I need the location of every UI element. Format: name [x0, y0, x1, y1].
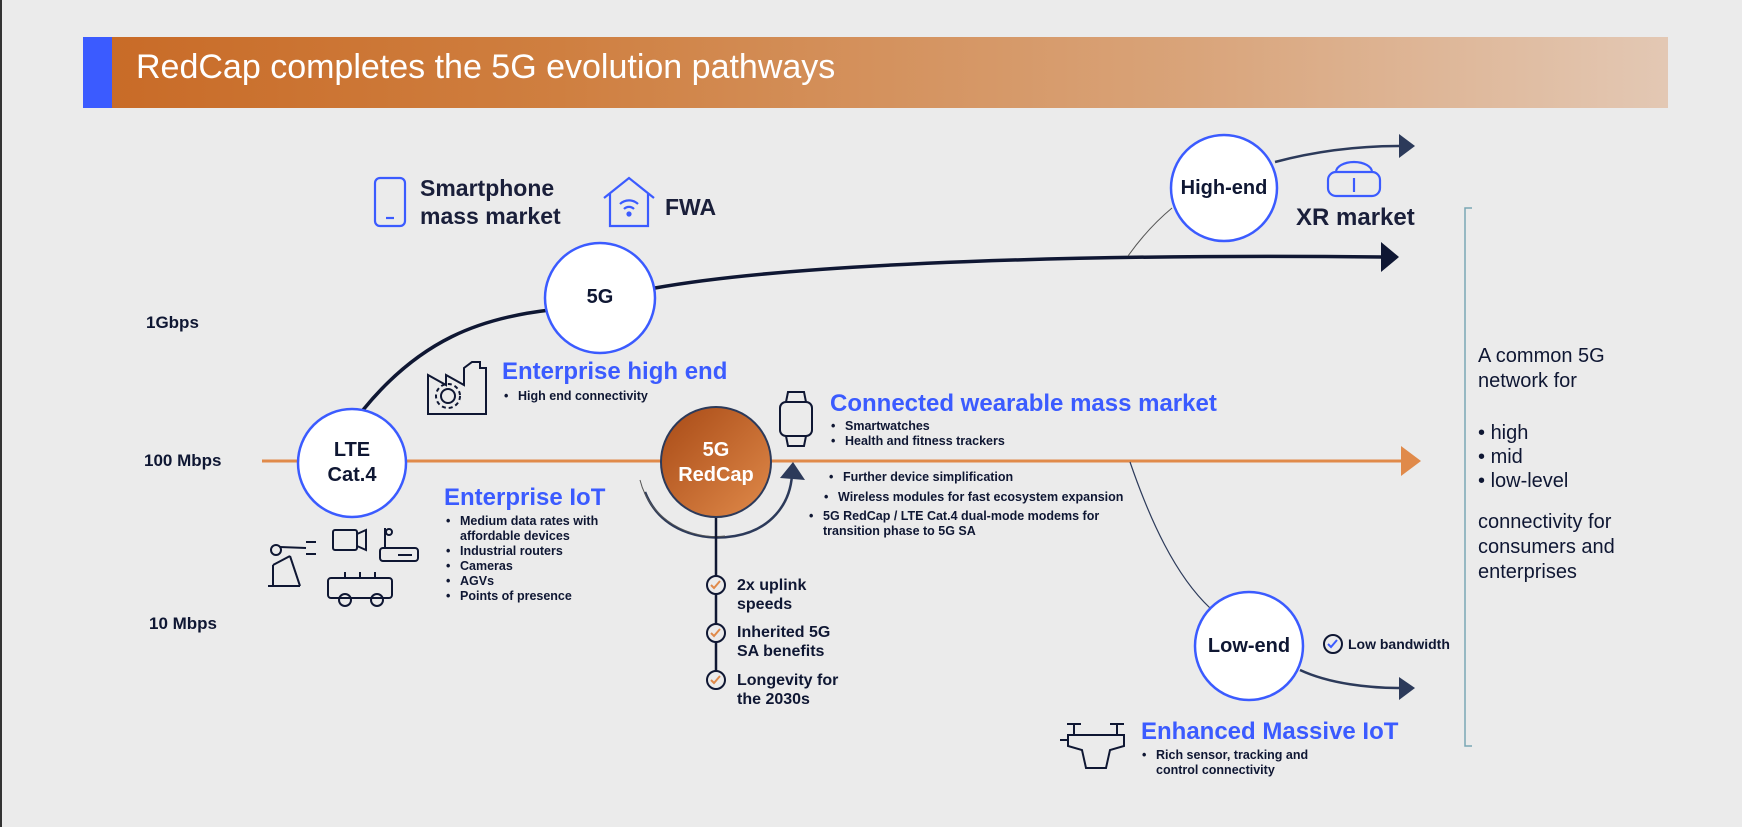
wearable-list: Smartwatches Health and fitness trackers: [829, 419, 1005, 449]
title-banner: [83, 37, 1668, 108]
massive-iot-title: Enhanced Massive IoT: [1141, 718, 1399, 745]
axis-label-1gbps: 1Gbps: [146, 313, 199, 332]
redcap-node: [660, 406, 772, 518]
camera-icon: [332, 528, 367, 552]
vr-headset-icon: [1326, 160, 1382, 198]
list-item: AGVs: [444, 574, 598, 589]
redcap-cycle-arrow: [639, 462, 805, 539]
smartphone-market-label: Smartphone mass market: [420, 175, 561, 229]
high-end-branch: [1127, 207, 1173, 257]
list-item: Cameras: [444, 559, 598, 574]
check-icon: [1323, 634, 1343, 654]
check-icon: [706, 623, 726, 643]
redcap-pathway-line: [262, 446, 1421, 476]
list-item: Medium data rates with affordable device…: [444, 514, 598, 544]
router-icon: [379, 528, 419, 562]
low-end-label: Low-end: [1207, 635, 1291, 657]
lte-cat4-label: LTE Cat.4: [327, 439, 377, 486]
lte-cat4-node: [296, 407, 408, 519]
redcap-benefit-item-2: Wireless modules for fast ecosystem expa…: [822, 490, 1123, 505]
high-end-arrow: [1274, 134, 1415, 164]
sidebar-outro: connectivity for consumers and enterpris…: [1478, 511, 1615, 583]
enterprise-high-end-title: Enterprise high end: [502, 358, 728, 385]
list-item: 5G RedCap / LTE Cat.4 dual-mode modems f…: [807, 509, 1099, 539]
axis-label-100mbps: 100 Mbps: [144, 451, 222, 470]
title-accent-bar: [83, 37, 112, 108]
enterprise-iot-list: Medium data rates with affordable device…: [444, 514, 598, 604]
xr-market-label: XR market: [1296, 204, 1415, 231]
smartwatch-icon: [779, 391, 813, 447]
list-item: Points of presence: [444, 589, 598, 604]
house-wifi-icon: [603, 176, 655, 228]
massive-iot-list: Rich sensor, tracking and control connec…: [1140, 748, 1308, 778]
high-end-label: High-end: [1180, 177, 1268, 199]
low-end-arrow: [1299, 668, 1415, 700]
check-icon: [706, 670, 726, 690]
drone-icon: [1060, 723, 1125, 769]
list-item: low-level: [1478, 469, 1569, 493]
sidebar-bracket: [1464, 207, 1472, 747]
redcap-label: 5G RedCap: [678, 439, 754, 486]
list-item: Rich sensor, tracking and control connec…: [1140, 748, 1308, 778]
list-item: Smartwatches: [829, 419, 1005, 434]
low-end-branch: [1129, 461, 1211, 609]
5g-node: [543, 241, 657, 355]
check-icon: [706, 575, 726, 595]
check-uplink-text: 2x uplink speeds: [737, 577, 807, 613]
wearable-market-title: Connected wearable mass market: [830, 390, 1217, 417]
5g-label: 5G: [586, 286, 614, 308]
high-end-node: [1169, 133, 1279, 243]
window-border: [0, 0, 2, 827]
sidebar-intro: A common 5G network for: [1478, 345, 1605, 392]
check-sa-benefits-text: Inherited 5G SA benefits: [737, 624, 831, 660]
list-item: Further device simplification: [827, 470, 1013, 485]
robot-arm-icon: [268, 541, 316, 587]
enterprise-high-end-list: High end connectivity: [502, 389, 648, 404]
list-item: high: [1478, 421, 1568, 445]
list-item: Wireless modules for fast ecosystem expa…: [822, 490, 1123, 505]
list-item: Health and fitness trackers: [829, 434, 1005, 449]
5g-pathway-curve: [361, 242, 1399, 412]
agv-icon: [327, 572, 393, 607]
smartphone-icon: [373, 176, 407, 228]
fwa-label: FWA: [665, 194, 717, 220]
redcap-benefit-item-3: 5G RedCap / LTE Cat.4 dual-mode modems f…: [807, 509, 1099, 539]
check-longevity-text: Longevity for the 2030s: [737, 672, 839, 708]
enterprise-iot-title: Enterprise IoT: [444, 484, 606, 511]
list-item: mid: [1478, 445, 1568, 469]
axis-label-10mbps: 10 Mbps: [149, 614, 218, 633]
list-item: High end connectivity: [502, 389, 648, 404]
page-title: RedCap completes the 5G evolution pathwa…: [136, 48, 836, 86]
sidebar-levels-list: high mid low-level: [1478, 421, 1569, 493]
redcap-benefit-item-1: Further device simplification: [827, 470, 1013, 485]
factory-gear-icon: [427, 361, 487, 415]
list-item: Industrial routers: [444, 544, 598, 559]
low-bandwidth-label: Low bandwidth: [1348, 636, 1450, 652]
low-end-node: [1193, 590, 1305, 702]
